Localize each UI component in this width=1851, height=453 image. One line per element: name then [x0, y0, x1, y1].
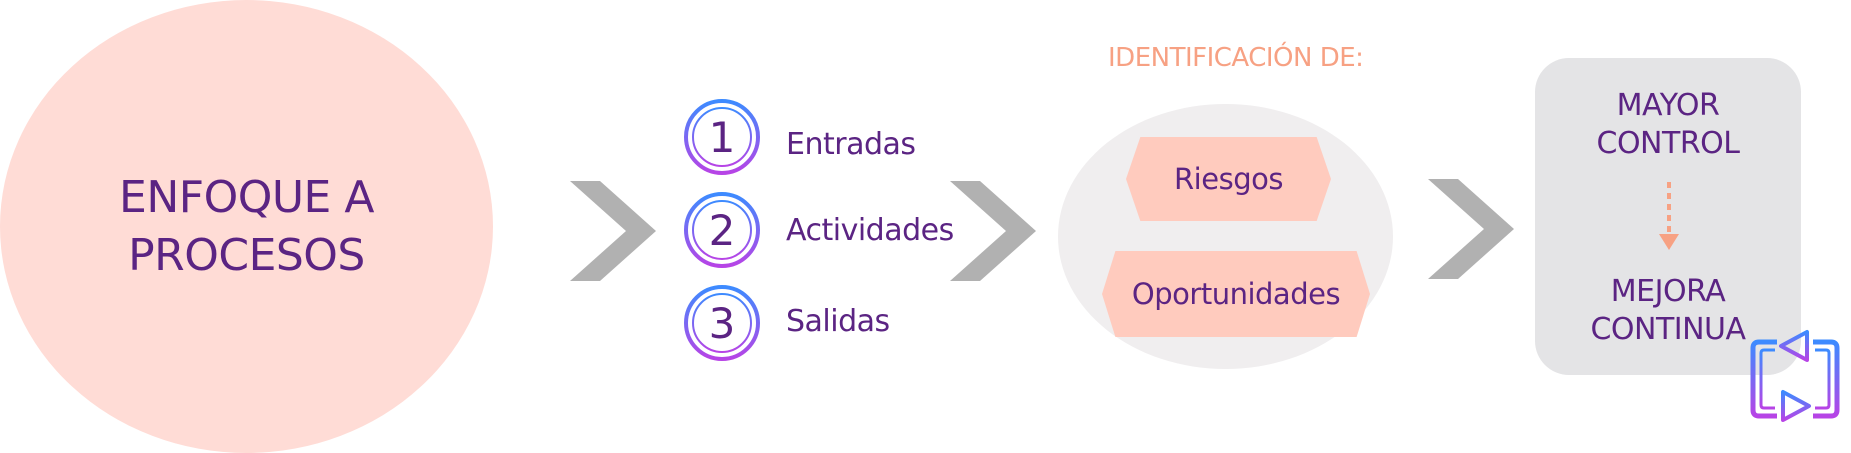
steps-list: 1 Entradas 2 Actividades	[683, 98, 954, 368]
continuous-improvement-text: MEJORA CONTINUA	[1535, 273, 1801, 349]
risks-label: Riesgos	[1126, 137, 1331, 221]
dotted-arrow-down-icon	[1659, 182, 1679, 250]
step-number: 2	[708, 205, 736, 255]
step-label: Actividades	[786, 213, 954, 248]
opportunities-label: Oportunidades	[1102, 251, 1370, 337]
chevron-right-icon	[1428, 179, 1514, 279]
process-approach-circle: ENFOQUE A PROCESOS	[0, 0, 493, 453]
step-number: 1	[708, 112, 736, 162]
list-item: 3 Salidas	[683, 284, 953, 362]
step-label: Entradas	[786, 127, 916, 162]
list-item: 1 Entradas	[683, 98, 953, 176]
number-badge: 2	[683, 191, 761, 269]
chevron-right-icon	[570, 181, 656, 281]
greater-control-text: MAYOR CONTROL	[1535, 87, 1801, 163]
number-badge: 1	[683, 98, 761, 176]
step-number: 3	[708, 298, 736, 348]
step-label: Salidas	[786, 304, 890, 339]
title-line-1: ENFOQUE A	[119, 171, 374, 223]
process-approach-title: ENFOQUE A PROCESOS	[119, 169, 374, 285]
number-badge: 3	[683, 284, 761, 362]
result-bottom-line-2: CONTINUA	[1590, 312, 1746, 347]
result-top-line-2: CONTROL	[1596, 126, 1741, 161]
identification-title: IDENTIFICACIÓN DE:	[1108, 43, 1364, 73]
title-line-2: PROCESOS	[128, 229, 365, 281]
chevron-right-icon	[950, 181, 1036, 281]
list-item: 2 Actividades	[683, 191, 954, 269]
cycle-arrows-icon	[1750, 330, 1840, 422]
result-top-line-1: MAYOR	[1616, 88, 1720, 123]
result-bottom-line-1: MEJORA	[1610, 274, 1726, 309]
